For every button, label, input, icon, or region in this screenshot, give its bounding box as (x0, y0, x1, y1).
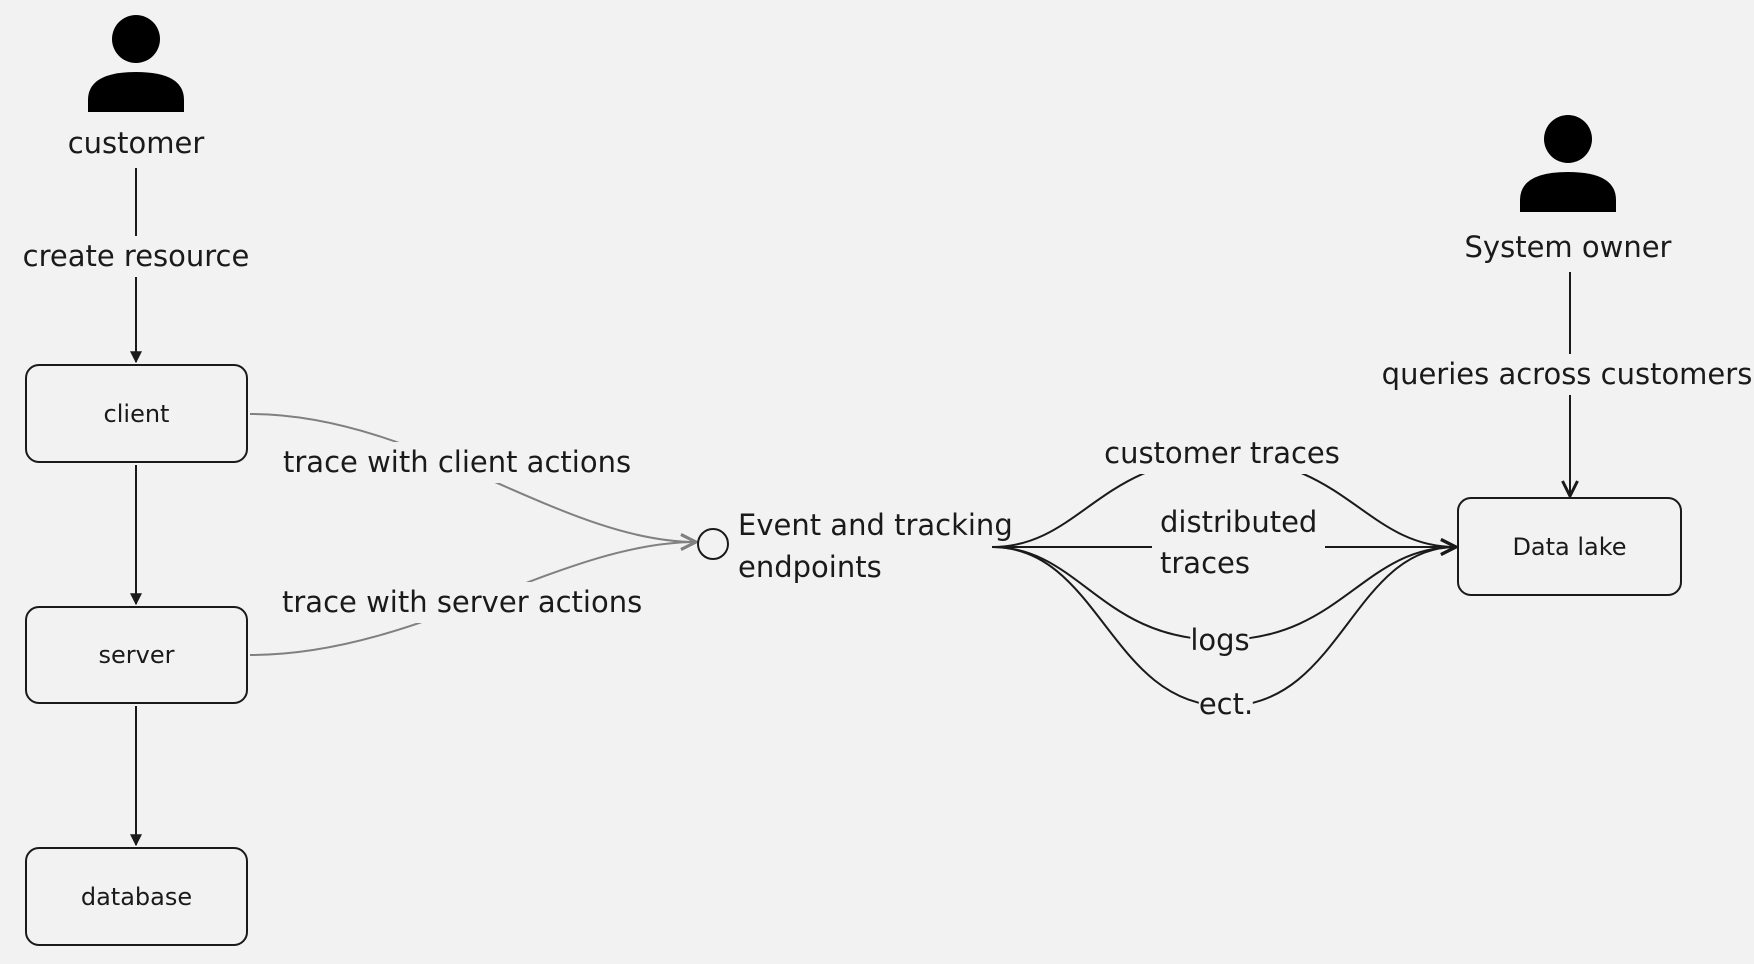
endpoint-label: Event and tracking endpoints (738, 504, 1013, 588)
queries-label: queries across customers (1381, 354, 1753, 395)
data-lake-node[interactable]: Data lake (1457, 497, 1682, 596)
system-owner-label: System owner (1464, 230, 1672, 264)
trace-client-label: trace with client actions (283, 442, 632, 483)
system-owner-person-icon (1520, 115, 1616, 212)
distributed-label-line1: distributed (1160, 505, 1318, 539)
customer-person-icon (88, 15, 184, 112)
server-node[interactable]: server (25, 606, 248, 704)
logs-label: logs (1190, 620, 1250, 661)
trace-server-label: trace with server actions (282, 582, 643, 623)
create-resource-label: create resource (22, 236, 250, 277)
customer-traces-label: customer traces (1104, 433, 1340, 474)
customer-label: customer (67, 126, 205, 160)
client-node[interactable]: client (25, 364, 248, 463)
distributed-label-line2: traces (1160, 545, 1250, 580)
distributed-traces-label: distributed traces (1152, 502, 1326, 584)
endpoint-label-line1: Event and tracking (738, 508, 1013, 542)
endpoint-label-line2: endpoints (738, 550, 882, 585)
database-node[interactable]: database (25, 847, 248, 946)
etc-label: ect. (1198, 684, 1254, 725)
endpoint-circle (697, 528, 729, 560)
